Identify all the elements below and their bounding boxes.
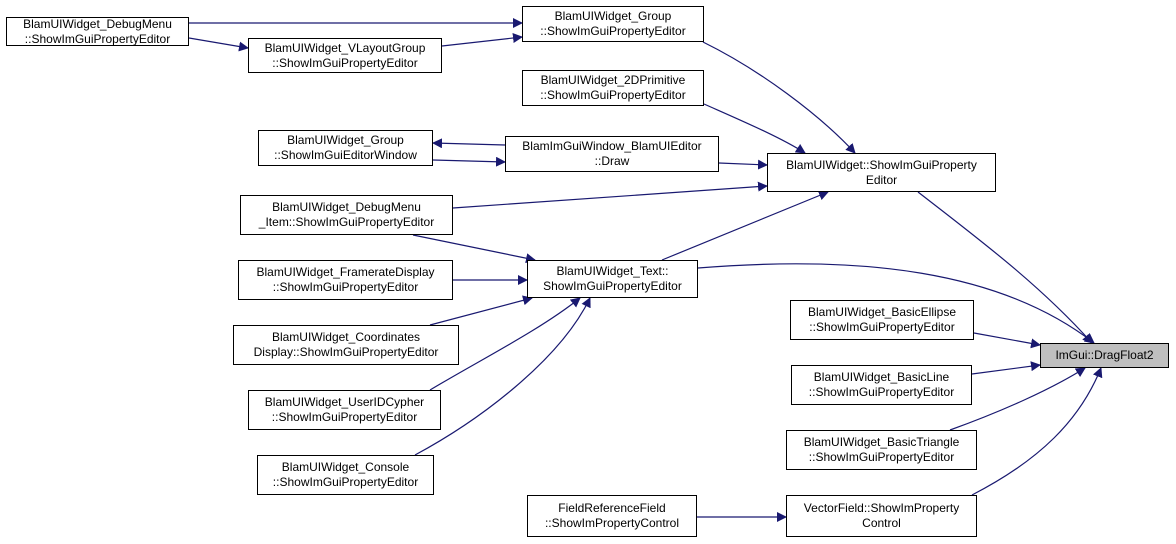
- node-text-prop[interactable]: BlamUIWidget_Text:: ShowImGuiPropertyEdi…: [527, 260, 698, 298]
- node-framerate-line2: ::ShowImGuiPropertyEditor: [272, 280, 419, 294]
- edge-text-prop-to-dragfloat2: [697, 263, 1095, 344]
- node-widget-prop-line1: BlamUIWidget::ShowImGuiProperty: [786, 157, 977, 172]
- node-debugmenu-item-line2: _Item::ShowImGuiPropertyEditor: [258, 215, 435, 229]
- node-debugmenu[interactable]: BlamUIWidget_DebugMenu ::ShowImGuiProper…: [6, 17, 189, 46]
- edge-prim2d-to-widget-prop: [703, 103, 806, 154]
- node-debugmenu-line1: BlamUIWidget_DebugMenu: [23, 16, 172, 31]
- node-framerate-line1: BlamUIWidget_FramerateDisplay: [256, 265, 435, 279]
- node-coords-line1: BlamUIWidget_Coordinates: [271, 330, 421, 344]
- node-text-prop-line2: ShowImGuiPropertyEditor: [543, 279, 682, 293]
- node-vlayout-line2: ::ShowImGuiPropertyEditor: [272, 55, 418, 70]
- node-text-prop-line1: BlamUIWidget_Text::: [556, 264, 669, 278]
- edge-ellipse-to-dragfloat2: [973, 332, 1041, 349]
- node-group-prop-line1: BlamUIWidget_Group: [554, 9, 672, 23]
- edge-triangle-to-dragfloat2: [949, 367, 1086, 431]
- node-line-line2: ::ShowImGuiPropertyEditor: [808, 385, 955, 399]
- edge-useridcypher-to-text-prop: [429, 297, 581, 391]
- edge-line-to-dragfloat2: [971, 361, 1041, 375]
- edge-vectorfield-to-dragfloat2: [971, 367, 1103, 496]
- node-console-line2: ::ShowImGuiPropertyEditor: [272, 475, 419, 489]
- edge-draw-to-widget-prop: [718, 159, 768, 170]
- edge-group-editor-to-draw: [432, 156, 506, 167]
- node-fieldref[interactable]: FieldReferenceField ::ShowImPropertyCont…: [527, 495, 697, 537]
- node-vlayout[interactable]: BlamUIWidget_VLayoutGroup ::ShowImGuiPro…: [248, 38, 442, 73]
- edge-widget-prop-to-dragfloat2: [917, 191, 1093, 344]
- node-group-prop-line2: ::ShowImGuiPropertyEditor: [540, 24, 686, 38]
- node-fieldref-line1: FieldReferenceField: [558, 501, 666, 515]
- node-prim2d-line2: ::ShowImGuiPropertyEditor: [540, 88, 686, 102]
- node-dragfloat2[interactable]: ImGui::DragFloat2: [1040, 343, 1169, 368]
- edge-coords-to-text-prop: [429, 295, 533, 326]
- edge-debugmenu-item-to-text-prop: [412, 234, 536, 264]
- edge-vlayout-to-group-prop: [441, 33, 523, 47]
- node-debugmenu-item-line1: BlamUIWidget_DebugMenu: [272, 200, 421, 214]
- node-dragfloat2-line1: ImGui::DragFloat2: [1055, 348, 1154, 362]
- node-triangle-line2: ::ShowImGuiPropertyEditor: [808, 450, 955, 464]
- node-line[interactable]: BlamUIWidget_BasicLine ::ShowImGuiProper…: [791, 365, 972, 405]
- node-vectorfield[interactable]: VectorField::ShowImProperty Control: [786, 495, 977, 537]
- node-ellipse[interactable]: BlamUIWidget_BasicEllipse ::ShowImGuiPro…: [790, 300, 974, 340]
- node-prim2d[interactable]: BlamUIWidget_2DPrimitive ::ShowImGuiProp…: [522, 70, 704, 106]
- edge-debugmenu-item-to-widget-prop: [452, 181, 768, 209]
- node-group-editor-line1: BlamUIWidget_Group: [287, 133, 404, 147]
- node-console-line1: BlamUIWidget_Console: [281, 460, 410, 474]
- node-vectorfield-line2: Control: [862, 516, 901, 530]
- node-coords[interactable]: BlamUIWidget_Coordinates Display::ShowIm…: [233, 325, 459, 365]
- node-prim2d-line1: BlamUIWidget_2DPrimitive: [540, 73, 686, 87]
- node-widget-prop-line2: Editor: [865, 172, 898, 187]
- node-useridcypher-line1: BlamUIWidget_UserIDCypher: [264, 395, 425, 409]
- edge-debugmenu-to-vlayout: [188, 37, 249, 52]
- node-blamuieditor-draw[interactable]: BlamImGuiWindow_BlamUIEditor ::Draw: [505, 136, 719, 172]
- node-coords-line2: Display::ShowImGuiPropertyEditor: [253, 345, 439, 359]
- node-group-prop[interactable]: BlamUIWidget_Group ::ShowImGuiPropertyEd…: [522, 6, 704, 42]
- node-vlayout-line1: BlamUIWidget_VLayoutGroup: [264, 40, 426, 55]
- node-fieldref-line2: ::ShowImPropertyControl: [544, 516, 680, 530]
- node-triangle[interactable]: BlamUIWidget_BasicTriangle ::ShowImGuiPr…: [786, 430, 977, 470]
- node-debugmenu-line2: ::ShowImGuiPropertyEditor: [24, 31, 171, 46]
- edge-group-prop-to-widget-prop: [702, 41, 856, 154]
- edge-console-to-text-prop: [414, 297, 591, 456]
- node-line-line1: BlamUIWidget_BasicLine: [813, 370, 950, 384]
- node-blamuieditor-draw-line2: ::Draw: [594, 154, 630, 168]
- edge-draw-to-group-editor: [432, 138, 506, 149]
- node-ellipse-line1: BlamUIWidget_BasicEllipse: [807, 305, 957, 319]
- node-blamuieditor-draw-line1: BlamImGuiWindow_BlamUIEditor: [522, 139, 702, 153]
- node-triangle-line1: BlamUIWidget_BasicTriangle: [803, 435, 960, 449]
- node-group-editor-line2: ::ShowImGuiEditorWindow: [274, 148, 417, 162]
- edge-text-prop-to-widget-prop: [661, 190, 829, 261]
- node-console[interactable]: BlamUIWidget_Console ::ShowImGuiProperty…: [257, 455, 434, 495]
- node-debugmenu-item[interactable]: BlamUIWidget_DebugMenu _Item::ShowImGuiP…: [240, 195, 453, 235]
- node-widget-prop[interactable]: BlamUIWidget::ShowImGuiProperty Editor: [767, 153, 996, 192]
- node-ellipse-line2: ::ShowImGuiPropertyEditor: [809, 320, 955, 334]
- node-framerate[interactable]: BlamUIWidget_FramerateDisplay ::ShowImGu…: [238, 260, 453, 300]
- node-useridcypher[interactable]: BlamUIWidget_UserIDCypher ::ShowImGuiPro…: [248, 390, 441, 430]
- node-useridcypher-line2: ::ShowImGuiPropertyEditor: [271, 410, 418, 424]
- node-group-editor[interactable]: BlamUIWidget_Group ::ShowImGuiEditorWind…: [258, 130, 433, 166]
- node-vectorfield-line1: VectorField::ShowImProperty: [803, 501, 960, 515]
